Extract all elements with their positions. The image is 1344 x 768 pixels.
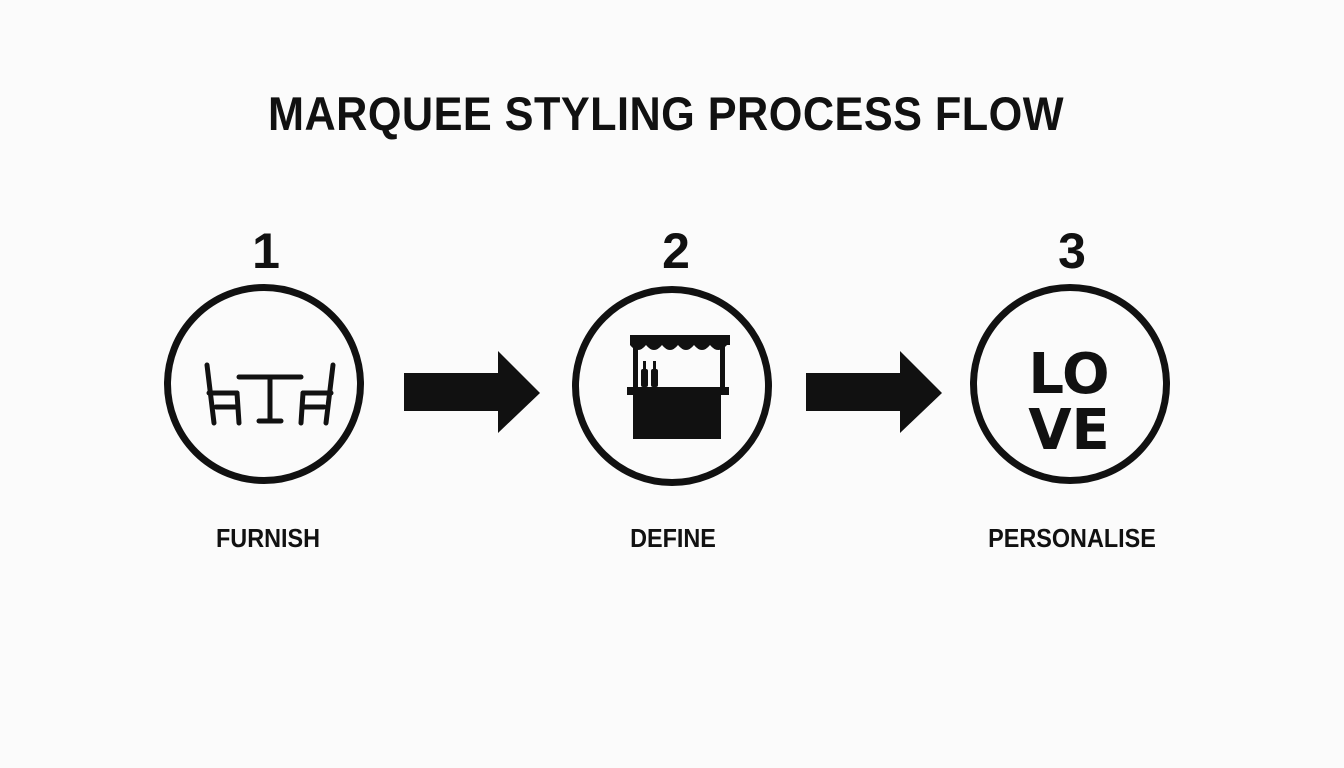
step-1-label: FURNISH xyxy=(215,523,321,553)
step-3-number: 3 xyxy=(1058,223,1086,279)
step-2-label: DEFINE xyxy=(630,523,716,553)
step-3-circle: LO VE xyxy=(970,284,1170,484)
step-2-number: 2 xyxy=(662,223,690,279)
step-1-number: 1 xyxy=(252,223,280,279)
step-3-label: PERSONALISE xyxy=(988,523,1156,553)
arrow-right-icon xyxy=(404,351,540,433)
table-chairs-icon xyxy=(204,362,336,426)
diagram-title: MARQUEE STYLING PROCESS FLOW xyxy=(267,87,1065,140)
love-sign-bottom-text: VE xyxy=(1028,398,1110,463)
love-sign-icon: LO VE xyxy=(1028,342,1110,463)
love-sign-top-text: LO xyxy=(1028,342,1109,407)
step-2-circle xyxy=(572,286,772,486)
step-1-circle xyxy=(164,284,364,484)
arrow-right-icon xyxy=(806,351,942,433)
bar-stall-icon xyxy=(627,335,730,439)
